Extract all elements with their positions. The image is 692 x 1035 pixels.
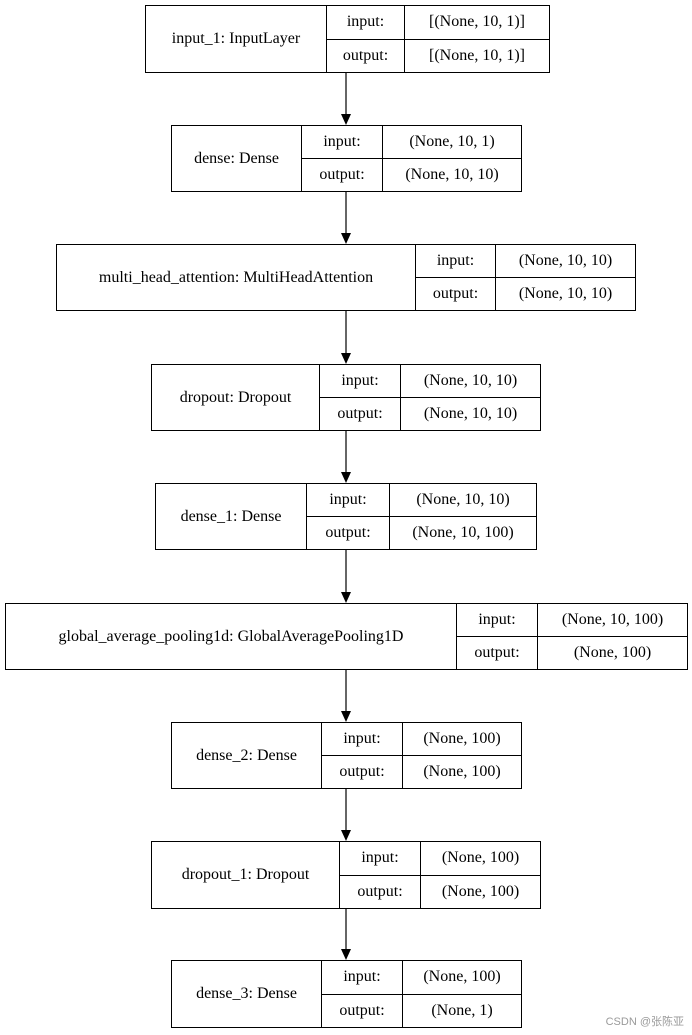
layer-node-dropout: dropout: Dropout input: (None, 10, 10) o… <box>151 364 541 431</box>
edge-arrow <box>341 311 351 364</box>
port-table: input: (None, 100) output: (None, 100) <box>322 723 521 788</box>
output-shape: (None, 100) <box>573 644 652 661</box>
port-table: input: (None, 10, 10) output: (None, 10,… <box>320 365 540 430</box>
input-label: input: <box>457 604 538 636</box>
layer-node-dense: dense: Dense input: (None, 10, 1) output… <box>171 125 522 192</box>
edge-arrow <box>341 192 351 244</box>
output-shape: [(None, 10, 1)] <box>429 46 525 64</box>
layer-name: dropout_1: Dropout <box>152 842 340 908</box>
port-table: input: (None, 100) output: (None, 1) <box>322 961 521 1027</box>
output-shape: (None, 100) <box>423 763 501 780</box>
input-row: input: (None, 10, 10) <box>320 365 540 397</box>
input-label: input: <box>322 723 403 755</box>
input-label: input: <box>302 126 383 158</box>
layer-name: input_1: InputLayer <box>146 6 327 72</box>
input-shape: (None, 10, 1) <box>409 133 495 150</box>
input-row: input: [(None, 10, 1)] <box>327 6 549 39</box>
input-shape: (None, 10, 10) <box>518 252 613 269</box>
edge-arrow <box>341 670 351 722</box>
edge-arrow <box>341 550 351 603</box>
output-shape: (None, 10, 10) <box>405 166 499 183</box>
watermark: CSDN @张陈亚 <box>605 1016 684 1028</box>
layer-name: global_average_pooling1d: GlobalAverageP… <box>6 604 457 669</box>
port-table: input: (None, 10, 1) output: (None, 10, … <box>302 126 521 191</box>
arrowhead-icon <box>341 592 351 603</box>
layer-node-dropout-1: dropout_1: Dropout input: (None, 100) ou… <box>151 841 541 909</box>
edge-arrow <box>341 789 351 841</box>
output-label: output: <box>302 159 383 191</box>
port-table: input: (None, 10, 10) output: (None, 10,… <box>416 245 635 310</box>
arrowhead-icon <box>341 830 351 841</box>
input-shape: [(None, 10, 1)] <box>429 13 525 31</box>
port-table: input: [(None, 10, 1)] output: [(None, 1… <box>327 6 549 72</box>
input-row: input: (None, 10, 100) <box>457 604 687 636</box>
input-shape: (None, 100) <box>441 849 520 867</box>
output-row: output: (None, 100) <box>457 636 687 669</box>
layer-name: dropout: Dropout <box>152 365 320 430</box>
layer-node-dense-1: dense_1: Dense input: (None, 10, 10) out… <box>155 483 537 550</box>
layer-name: dense: Dense <box>172 126 302 191</box>
output-shape: (None, 1) <box>431 1001 493 1019</box>
input-row: input: (None, 10, 10) <box>307 484 536 516</box>
input-shape: (None, 10, 10) <box>423 372 518 389</box>
output-row: output: (None, 10, 10) <box>320 397 540 430</box>
output-row: output: (None, 1) <box>322 993 521 1027</box>
output-label: output: <box>457 637 538 669</box>
edge-arrow <box>341 909 351 960</box>
output-row: output: (None, 10, 10) <box>302 158 521 191</box>
layer-node-global-average-pooling1d: global_average_pooling1d: GlobalAverageP… <box>5 603 688 670</box>
input-label: input: <box>320 365 401 397</box>
layer-name: dense_2: Dense <box>172 723 322 788</box>
layer-name: dense_3: Dense <box>172 961 322 1027</box>
input-label: input: <box>322 961 403 994</box>
output-row: output: (None, 100) <box>322 755 521 788</box>
port-table: input: (None, 10, 10) output: (None, 10,… <box>307 484 536 549</box>
output-label: output: <box>340 875 421 908</box>
arrowhead-icon <box>341 114 351 125</box>
port-table: input: (None, 100) output: (None, 100) <box>340 842 540 908</box>
input-shape: (None, 100) <box>423 730 501 747</box>
input-row: input: (None, 100) <box>322 961 521 994</box>
arrowhead-icon <box>341 711 351 722</box>
output-label: output: <box>327 39 405 72</box>
arrowhead-icon <box>341 472 351 483</box>
input-label: input: <box>307 484 390 516</box>
layer-node-dense-2: dense_2: Dense input: (None, 100) output… <box>171 722 522 789</box>
layer-node-input-1: input_1: InputLayer input: [(None, 10, 1… <box>145 5 550 73</box>
input-shape: (None, 10, 10) <box>416 491 510 508</box>
input-row: input: (None, 100) <box>340 842 540 875</box>
output-row: output: (None, 100) <box>340 874 540 908</box>
output-shape: (None, 100) <box>441 882 520 900</box>
output-label: output: <box>320 398 401 430</box>
edge-arrow <box>341 431 351 483</box>
layer-node-multi-head-attention: multi_head_attention: MultiHeadAttention… <box>56 244 636 311</box>
input-shape: (None, 100) <box>423 968 501 986</box>
input-shape: (None, 10, 100) <box>561 611 664 628</box>
input-label: input: <box>340 842 421 875</box>
input-row: input: (None, 10, 10) <box>416 245 635 277</box>
layer-name: multi_head_attention: MultiHeadAttention <box>57 245 416 310</box>
output-row: output: (None, 10, 100) <box>307 516 536 549</box>
output-label: output: <box>322 994 403 1027</box>
input-label: input: <box>327 6 405 39</box>
output-row: output: [(None, 10, 1)] <box>327 38 549 72</box>
output-shape: (None, 10, 100) <box>412 524 514 541</box>
input-label: input: <box>416 245 496 277</box>
arrowhead-icon <box>341 949 351 960</box>
port-table: input: (None, 10, 100) output: (None, 10… <box>457 604 687 669</box>
output-label: output: <box>322 756 403 788</box>
output-shape: (None, 10, 10) <box>518 285 613 302</box>
input-row: input: (None, 10, 1) <box>302 126 521 158</box>
input-row: input: (None, 100) <box>322 723 521 755</box>
layer-node-dense-3: dense_3: Dense input: (None, 100) output… <box>171 960 522 1028</box>
output-label: output: <box>416 278 496 310</box>
layer-name: dense_1: Dense <box>156 484 307 549</box>
output-label: output: <box>307 517 390 549</box>
output-shape: (None, 10, 10) <box>423 405 518 422</box>
arrowhead-icon <box>341 233 351 244</box>
output-row: output: (None, 10, 10) <box>416 277 635 310</box>
edge-arrow <box>341 73 351 125</box>
arrowhead-icon <box>341 353 351 364</box>
